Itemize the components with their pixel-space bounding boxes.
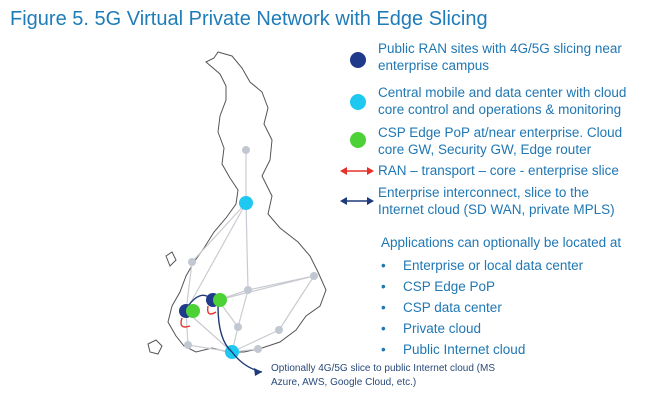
network-links bbox=[185, 150, 315, 353]
figure-title: Figure 5. 5G Virtual Private Network wit… bbox=[10, 8, 488, 30]
red-double-arrow-icon bbox=[338, 162, 378, 182]
cyan-dot-icon bbox=[338, 84, 378, 110]
green-dot-icon bbox=[338, 124, 378, 148]
applications-list: Enterprise or local data center CSP Edge… bbox=[381, 256, 583, 361]
network-nodes bbox=[184, 146, 318, 353]
central-dc-north bbox=[239, 196, 253, 210]
navy-double-arrow-icon bbox=[338, 184, 378, 205]
west-islands bbox=[147, 251, 177, 355]
ran-slice-arrows bbox=[180, 305, 217, 328]
edge-pop-west bbox=[186, 304, 200, 318]
legend-enterprise-interconnect: Enterprise interconnect, slice to the In… bbox=[338, 184, 628, 218]
finland-outline bbox=[167, 51, 327, 353]
enterprise-interconnect-arrows bbox=[187, 294, 263, 373]
list-item: Public Internet cloud bbox=[381, 340, 583, 361]
legend-central-dc: Central mobile and data center with clou… bbox=[338, 84, 648, 118]
legend-csp-edge: CSP Edge PoP at/near enterprise. Cloud c… bbox=[338, 124, 648, 158]
legend-ran-slice: RAN – transport – core - enterprise slic… bbox=[338, 162, 648, 182]
dark-blue-dot-icon bbox=[338, 40, 378, 68]
list-item: Private cloud bbox=[381, 319, 583, 340]
list-item: CSP data center bbox=[381, 298, 583, 319]
internet-slice-note: Optionally 4G/5G slice to public Interne… bbox=[271, 363, 495, 388]
legend-public-ran: Public RAN sites with 4G/5G slicing near… bbox=[338, 40, 648, 74]
list-item: CSP Edge PoP bbox=[381, 277, 583, 298]
edge-pop-east bbox=[213, 293, 227, 307]
interconnect-arrowhead bbox=[254, 368, 262, 376]
applications-heading: Applications can optionally be located a… bbox=[381, 235, 622, 250]
list-item: Enterprise or local data center bbox=[381, 256, 583, 277]
